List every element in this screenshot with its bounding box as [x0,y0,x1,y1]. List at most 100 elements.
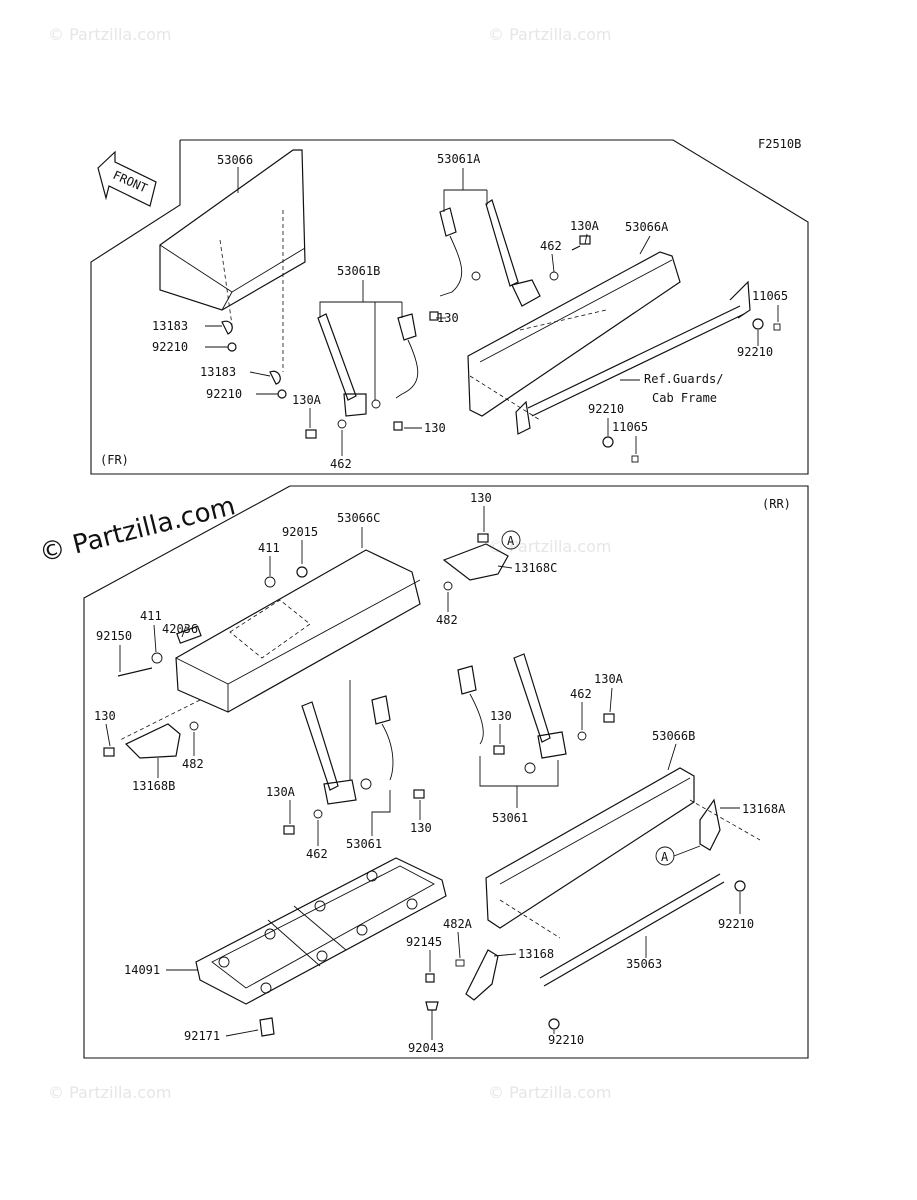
bolt-130-front-1 [429,311,439,321]
washer-462-3 [313,809,323,819]
nut-92210-2 [227,342,237,352]
label-14091: 14091 [124,963,160,977]
label-130A-2: 130A [292,393,322,407]
watermark-bottom-right: © Partzilla.com [488,1083,611,1102]
nut-92210-3 [277,389,287,399]
guard-rod [515,280,751,435]
bolt-130-6 [493,745,505,755]
label-53066C: 53066C [337,511,380,525]
rear-seat-cushion [119,549,421,741]
section-rr-label: (RR) [762,497,791,511]
watermark-mid-right: © Partzilla.com [488,537,611,556]
washer-462-4 [577,731,587,741]
label-13183-1: 13183 [152,319,188,333]
label-92145: 92145 [406,935,442,949]
leader-53066A [639,235,651,255]
label-411-2: 411 [140,609,162,623]
front-backrest [467,251,681,421]
label-53066A: 53066A [625,220,669,234]
bolt-130A-3 [283,825,295,835]
label-11065-2: 11065 [612,420,648,434]
label-92210-4: 92210 [588,402,624,416]
cap-11065-1 [773,323,781,331]
label-53066B: 53066B [652,729,695,743]
label-13168A: 13168A [742,802,786,816]
label-42036: 42036 [162,622,198,636]
leader-53061B [319,280,364,318]
label-130-6: 130 [490,709,512,723]
callout-a-bottom: A [655,846,675,866]
bolt-92150 [117,667,153,677]
washer-482A [455,959,465,967]
svg-text:A: A [507,534,515,548]
nut-92210-6 [548,1018,560,1030]
label-53061B: 53061B [337,264,380,278]
belt-53061B [317,313,419,417]
watermark-top-right: © Partzilla.com [488,25,611,44]
belt-53061A [439,199,541,307]
label-92015: 92015 [282,525,318,539]
label-11065-1: 11065 [752,289,788,303]
bolt-130-3 [477,533,489,543]
label-13168C: 13168C [514,561,557,575]
label-130-1: 130 [437,311,459,325]
clip-13183-2 [269,370,281,385]
clip-92171 [259,1017,275,1037]
label-462-4: 462 [570,687,592,701]
label-482-2: 482 [182,757,204,771]
label-92210-1: 92210 [737,345,773,359]
label-92210-2: 92210 [152,340,188,354]
label-130-4: 130 [94,709,116,723]
label-92043: 92043 [408,1041,444,1055]
bolt-130A-2 [305,429,317,439]
label-92210-3: 92210 [206,387,242,401]
pin-92043 [425,1001,439,1011]
label-462-3: 462 [306,847,328,861]
label-53061-2: 53061 [492,811,528,825]
washer-411-2 [151,652,163,664]
nut-92015 [296,566,308,578]
washer-482-1 [443,581,453,591]
rear-backrest [485,767,761,939]
bolt-130-2 [393,421,403,431]
spring-92145 [425,973,435,983]
ref-note-line2: Cab Frame [652,391,717,405]
bolt-130-5 [413,789,425,799]
label-130A-4: 130A [594,672,624,686]
label-130-3: 130 [470,491,492,505]
rear-section-frame [83,485,809,1059]
label-13183-2: 13183 [200,365,236,379]
callout-a-top: A [501,530,521,550]
belt-53061-right [457,653,567,774]
front-section-frame [90,139,809,475]
leader-53061A [443,168,464,212]
clip-13183-1 [221,320,233,335]
washer-462-2 [337,419,347,429]
label-13168B: 13168B [132,779,175,793]
belt-53061-left [301,695,394,805]
label-35063: 35063 [626,957,662,971]
label-92171: 92171 [184,1029,220,1043]
nut-92210-1 [752,318,764,330]
svg-text:A: A [661,850,669,864]
label-92210-6: 92210 [548,1033,584,1047]
bracket-13168B [124,723,181,759]
watermark-bottom-left: © Partzilla.com [48,1083,171,1102]
label-53066: 53066 [217,153,253,167]
nut-92210-5 [734,880,746,892]
front-arrow-icon: FRONT [97,150,157,207]
front-seat-cushion [159,149,306,372]
label-92150: 92150 [96,629,132,643]
leader-53066B [667,743,677,771]
section-fr-label: (FR) [100,453,129,467]
label-462-1: 462 [540,239,562,253]
ref-note-line1: Ref.Guards/ [644,372,723,386]
nut-92210-4 [602,436,614,448]
bolt-130A-4 [603,713,615,723]
label-482A: 482A [443,917,473,931]
cap-11065-2 [631,455,639,463]
floor-mat-14091 [195,857,447,1005]
bracket-13168C [442,543,509,581]
collar-42036 [176,625,202,644]
